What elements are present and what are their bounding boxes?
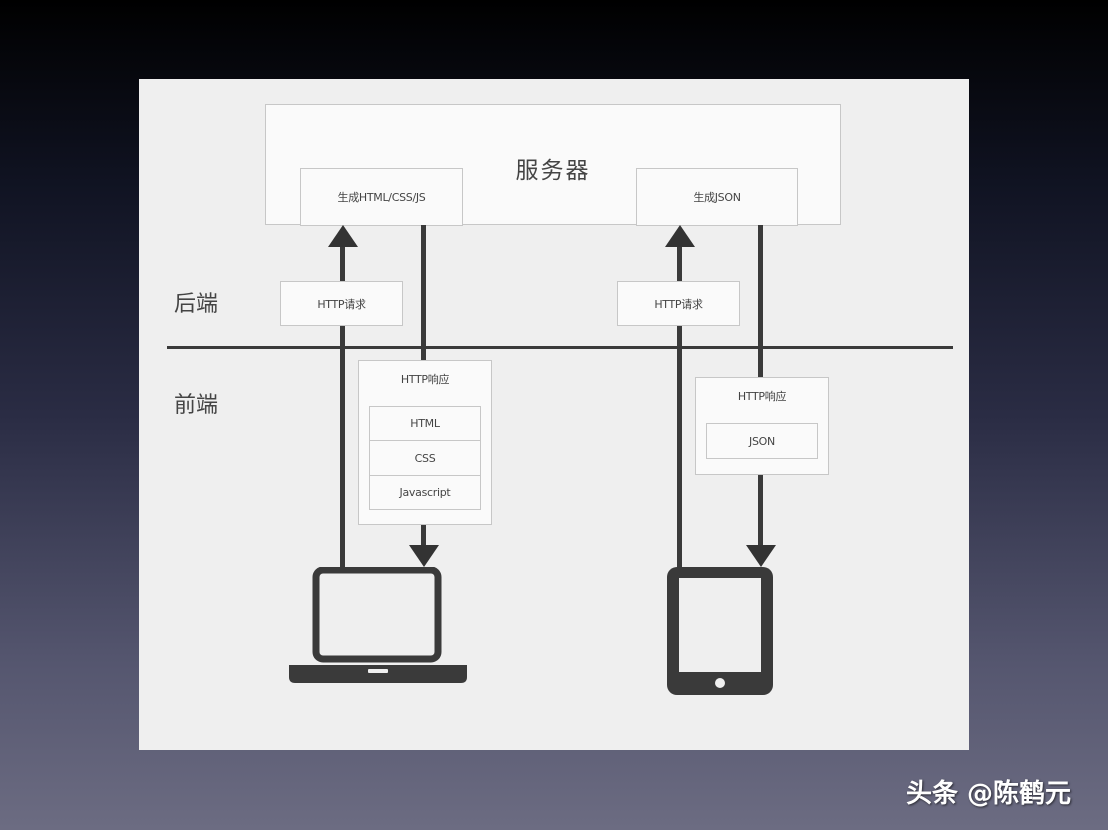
- right-response-arrow: [746, 545, 776, 567]
- generate-json-box: 生成JSON: [636, 168, 798, 226]
- server-box: 服务器 生成HTML/CSS/JS 生成JSON: [265, 104, 841, 226]
- response-item-javascript: Javascript: [369, 475, 481, 510]
- right-request-line: [677, 244, 682, 574]
- left-request-arrow: [328, 225, 358, 247]
- right-http-request-box: HTTP请求: [617, 281, 740, 326]
- left-request-line: [340, 244, 345, 569]
- frontend-label: 前端: [174, 393, 219, 418]
- tablet-icon: [667, 567, 773, 695]
- left-http-response-box: HTTP响应 HTML CSS Javascript: [358, 360, 492, 525]
- left-http-request-box: HTTP请求: [280, 281, 403, 326]
- laptop-icon: [289, 567, 467, 683]
- left-response-arrow: [409, 545, 439, 567]
- diagram-slide: 服务器 生成HTML/CSS/JS 生成JSON 后端 前端 HTTP请求 HT…: [139, 79, 969, 750]
- watermark-text: 头条 @陈鹤元: [906, 779, 1072, 809]
- response-item-html: HTML: [369, 406, 481, 441]
- right-request-arrow: [665, 225, 695, 247]
- right-http-response-box: HTTP响应 JSON: [695, 377, 829, 475]
- left-http-response-title: HTTP响应: [400, 373, 450, 386]
- response-item-css: CSS: [369, 440, 481, 476]
- generate-html-css-js-box: 生成HTML/CSS/JS: [300, 168, 463, 226]
- response-item-json: JSON: [706, 423, 818, 459]
- backend-frontend-divider: [167, 346, 953, 349]
- right-http-response-title: HTTP响应: [737, 390, 787, 403]
- backend-label: 后端: [174, 292, 219, 317]
- server-title: 服务器: [515, 158, 591, 184]
